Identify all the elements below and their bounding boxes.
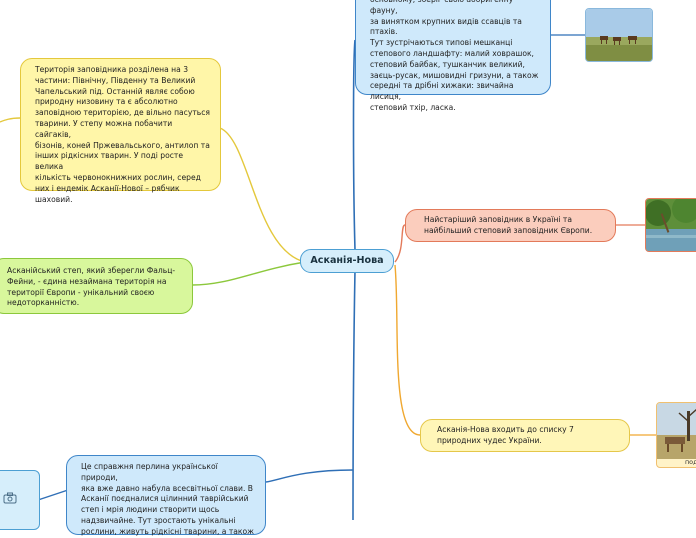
image-placeholder[interactable]: [0, 470, 40, 530]
central-topic[interactable]: Асканія-Нова: [300, 249, 394, 273]
topic-oldest-reserve[interactable]: Найстаріший заповідник в Україні та найб…: [405, 209, 616, 242]
connector-lines: [0, 34, 657, 520]
topic-wonders[interactable]: Асканія-Нова входить до списку 7 природн…: [420, 419, 630, 452]
photo-antelope: [656, 402, 696, 468]
topic-pearl[interactable]: Це справжня перлина української природи,…: [66, 455, 266, 536]
photo-horses: [585, 8, 653, 62]
topic-territory[interactable]: Територія заповідника розділена на 3 час…: [20, 58, 221, 204]
photo-pond: [645, 198, 696, 252]
camera-icon: [3, 491, 17, 509]
photo-caption: под: [685, 458, 696, 466]
topic-steppe[interactable]: Асканійський степ, який зберегли Фальц- …: [0, 258, 193, 314]
topic-fauna[interactable]: основному, зберіг свою аборигенну фауну,…: [355, 0, 551, 112]
